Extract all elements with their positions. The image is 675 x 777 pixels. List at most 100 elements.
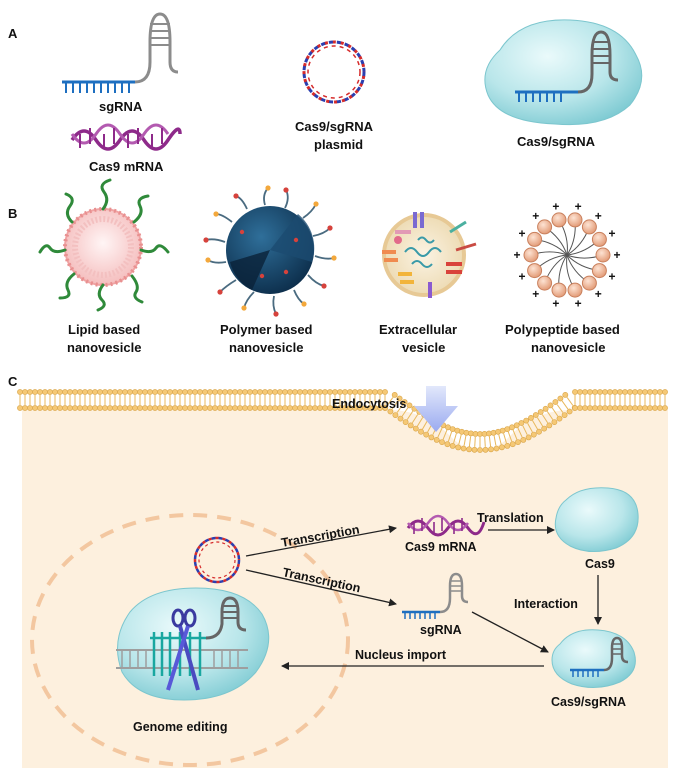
lipid-tail [541, 414, 549, 424]
translation-label: Translation [477, 511, 544, 525]
lipid-head [397, 415, 404, 422]
lipid-head [272, 389, 278, 395]
lipid-head [172, 389, 178, 395]
lipid-head [617, 405, 623, 411]
peptide-bead [551, 282, 567, 298]
lipid-head [322, 405, 328, 411]
peptide-bead [591, 263, 607, 279]
lipid-head [387, 408, 394, 415]
plus-sign: + [595, 209, 602, 223]
lipid-head [428, 434, 435, 441]
peptide-bead [523, 247, 539, 263]
lipid-head [277, 405, 283, 411]
lipid-head [551, 419, 558, 425]
lipid-head [277, 389, 283, 395]
lipid-tail [391, 400, 399, 410]
lipid-head [302, 405, 308, 411]
lipid-head [587, 389, 593, 395]
plasmid-icon [302, 40, 366, 104]
lipid-head [82, 389, 88, 395]
peptide-bead [527, 231, 543, 247]
lipid-head [147, 405, 153, 411]
lipid-head [32, 405, 38, 411]
lipid-head [117, 389, 123, 395]
lipid-head [488, 446, 494, 453]
lipid-head [62, 405, 68, 411]
lipid-head [202, 389, 208, 395]
lipid-head [536, 428, 542, 435]
lipid-head [520, 436, 527, 443]
lipid-head [22, 405, 28, 411]
lipid-head [632, 389, 638, 395]
lipid-head [307, 405, 313, 411]
lipid-head [57, 405, 63, 411]
lipid-head [282, 389, 288, 395]
peptide-bead [591, 231, 607, 247]
lipid-head [237, 389, 243, 395]
lipid-head [212, 405, 218, 411]
lipid-head [17, 389, 23, 395]
lipid-head [337, 389, 343, 395]
endocytosis-arrow [414, 386, 458, 432]
lipid-head [232, 405, 238, 411]
lipid-head [292, 389, 298, 395]
lipid-head [47, 405, 53, 411]
lipid-head [498, 444, 505, 451]
lipid-head [322, 389, 328, 395]
lipid-head [561, 412, 568, 418]
lipid-head [642, 389, 648, 395]
lipid-head [528, 414, 534, 421]
lipid-head [637, 389, 643, 395]
lipid-head [449, 442, 456, 449]
lipid-head [247, 389, 253, 395]
lipid-head [504, 442, 511, 449]
lipid-head [37, 405, 43, 411]
lipid-head [401, 399, 408, 405]
lipid-head [652, 405, 658, 411]
lipid-tail [401, 407, 409, 417]
lipid-head [167, 389, 173, 395]
panel-a-label: A [8, 26, 18, 41]
lipid-head [532, 412, 539, 418]
lipid-head [152, 389, 158, 395]
cas9-mrna-label-c: Cas9 mRNA [405, 540, 477, 554]
lipid-head [72, 405, 78, 411]
lipid-tail [447, 431, 453, 442]
lipid-tail [474, 436, 476, 447]
lipid-head [47, 389, 53, 395]
lipid-head [57, 389, 63, 395]
lipid-head [142, 389, 148, 395]
lipid-head [97, 405, 103, 411]
lipid-head [197, 389, 203, 395]
lipid-head [352, 389, 358, 395]
lipid-head [147, 389, 153, 395]
cas9-sgrna-complex-icon-c [551, 629, 636, 688]
lipid-head [37, 389, 43, 395]
nucleus-import-label: Nucleus import [355, 648, 447, 662]
plus-sign: + [518, 270, 525, 284]
lipid-head [582, 405, 588, 411]
lipid-head [418, 428, 424, 435]
lipid-head [27, 389, 33, 395]
lipid-tail [527, 422, 533, 433]
lipid-head [327, 389, 333, 395]
transcription-arrow-2 [245, 569, 397, 607]
cell-membrane [17, 389, 668, 453]
lipid-head [592, 405, 598, 411]
lipid-tail [566, 397, 574, 406]
lipid-head [582, 389, 588, 395]
complex-label-c: Cas9/sgRNA [551, 695, 626, 709]
lipid-head [242, 405, 248, 411]
lipid-head [267, 389, 273, 395]
lipid-head [72, 389, 78, 395]
lipid-head [152, 405, 158, 411]
peptide-bead [595, 247, 611, 263]
lipid-head [132, 389, 138, 395]
lipid-head [627, 389, 633, 395]
lipid-tail [416, 417, 424, 427]
lipid-head [577, 389, 583, 395]
lipid-head [262, 405, 268, 411]
lipid-head [647, 389, 653, 395]
polymer-label-line1: Polymer based [220, 322, 313, 337]
plasmid-icon-c [193, 536, 241, 584]
